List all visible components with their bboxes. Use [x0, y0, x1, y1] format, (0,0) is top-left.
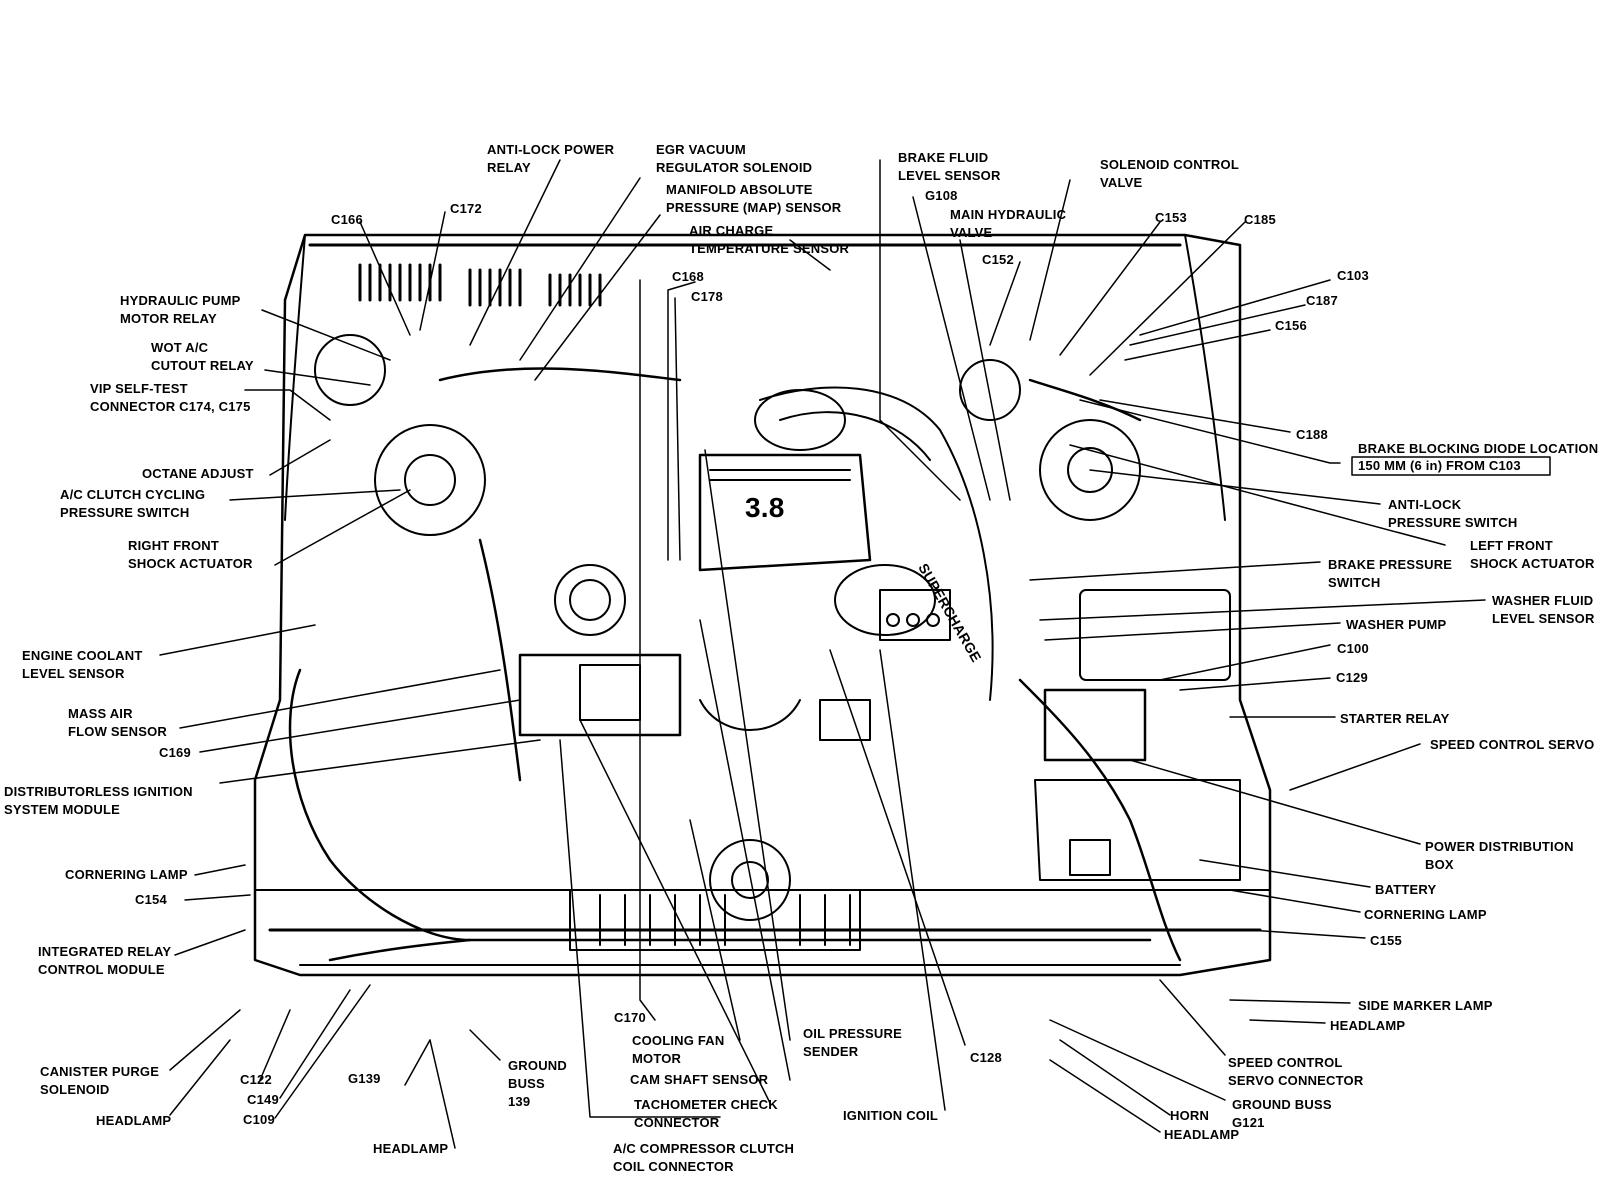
- c155-label: C155: [1370, 933, 1402, 948]
- hydraulic-pump-relay-label: HYDRAULIC PUMP MOTOR RELAY: [120, 293, 241, 326]
- horn-label: HORN: [1170, 1108, 1210, 1123]
- c188-label: C188: [1296, 427, 1328, 442]
- ground-buss-g121-label: GROUND BUSS G121: [1232, 1097, 1332, 1130]
- integrated-relay-label: INTEGRATED RELAY CONTROL MODULE: [38, 944, 172, 977]
- egr-vacuum-label: EGR VACUUM REGULATOR SOLENOID: [656, 142, 813, 175]
- solenoid-control-valve-label: SOLENOID CONTROL VALVE: [1100, 157, 1239, 190]
- octane-adjust-label: OCTANE ADJUST: [142, 466, 254, 481]
- ground-buss-139-label: GROUND BUSS 139: [508, 1058, 567, 1109]
- c178-label: C178: [691, 289, 723, 304]
- right-front-shock-label: RIGHT FRONT SHOCK ACTUATOR: [128, 538, 253, 571]
- c122-label: C122: [240, 1072, 272, 1087]
- left-front-shock-label: LEFT FRONT SHOCK ACTUATOR: [1470, 538, 1595, 571]
- anti-lock-pressure-switch-label: ANTI-LOCK PRESSURE SWITCH: [1388, 497, 1518, 530]
- washer-pump-label: WASHER PUMP: [1346, 617, 1447, 632]
- headlamp-right-label: HEADLAMP: [1330, 1018, 1406, 1033]
- shock-towers: [314, 334, 1141, 536]
- cornering-lamp-left-label: CORNERING LAMP: [65, 867, 188, 882]
- c153-label: C153: [1155, 210, 1187, 225]
- dis-module-label: DISTRIBUTORLESS IGNITION SYSTEM MODULE: [4, 784, 193, 817]
- c187-label: C187: [1306, 293, 1338, 308]
- starter-relay-label: STARTER RELAY: [1340, 711, 1450, 726]
- c166-label: C166: [331, 212, 363, 227]
- diode-note-box: [1351, 456, 1551, 476]
- c103-label: C103: [1337, 268, 1369, 283]
- cornering-lamp-right-label: CORNERING LAMP: [1364, 907, 1487, 922]
- diode-distance-label: 150 MM (6 in) FROM C103: [1358, 458, 1521, 473]
- headlamp-bottom-label: HEADLAMP: [373, 1141, 449, 1156]
- main-hydraulic-valve-label: MAIN HYDRAULIC VALVE: [950, 207, 1067, 240]
- engine-coolant-level-label: ENGINE COOLANT LEVEL SENSOR: [22, 648, 143, 681]
- engine-badge: 3.8: [745, 492, 785, 523]
- ignition-coil-label: IGNITION COIL: [843, 1108, 939, 1123]
- c100-label: C100: [1337, 641, 1369, 656]
- brake-pressure-switch-label: BRAKE PRESSURE SWITCH: [1328, 557, 1453, 590]
- radiator: [569, 889, 861, 951]
- headlamp-left-label: HEADLAMP: [96, 1113, 172, 1128]
- c172-label: C172: [450, 201, 482, 216]
- c128-label: C128: [970, 1050, 1002, 1065]
- c170-label: C170: [614, 1010, 646, 1025]
- speed-control-servo-label: SPEED CONTROL SERVO: [1430, 737, 1595, 752]
- brake-blocking-diode-label: BRAKE BLOCKING DIODE LOCATION: [1358, 441, 1599, 456]
- speed-control-servo-connector-label: SPEED CONTROL SERVO CONNECTOR: [1228, 1055, 1364, 1088]
- vip-self-test-label: VIP SELF-TEST CONNECTOR C174, C175: [90, 381, 251, 414]
- canister-purge-label: CANISTER PURGE SOLENOID: [40, 1064, 160, 1097]
- ac-clutch-cycling-label: A/C CLUTCH CYCLING PRESSURE SWITCH: [60, 487, 206, 520]
- c169-label: C169: [159, 745, 191, 760]
- air-charge-temp-label: AIR CHARGE TEMPERATURE SENSOR: [689, 223, 850, 256]
- tach-check-label: TACHOMETER CHECK CONNECTOR: [634, 1097, 778, 1130]
- anti-lock-power-relay-label: ANTI-LOCK POWER RELAY: [487, 142, 615, 175]
- c152-label: C152: [982, 252, 1014, 267]
- body-outline: [253, 233, 1272, 977]
- c168-label: C168: [672, 269, 704, 284]
- map-sensor-label: MANIFOLD ABSOLUTE PRESSURE (MAP) SENSOR: [666, 182, 842, 215]
- oil-pressure-label: OIL PRESSURE SENDER: [803, 1026, 902, 1059]
- g108-label: G108: [925, 188, 958, 203]
- washer-fluid-level-label: WASHER FLUID LEVEL SENSOR: [1492, 593, 1595, 626]
- headlamp-right-bottom-label: HEADLAMP: [1164, 1127, 1240, 1142]
- c185-label: C185: [1244, 212, 1276, 227]
- mass-air-flow-label: MASS AIR FLOW SENSOR: [68, 706, 167, 739]
- cooling-fan-motor-label: COOLING FAN MOTOR: [632, 1033, 725, 1066]
- c109-label: C109: [243, 1112, 275, 1127]
- battery-label: BATTERY: [1375, 882, 1437, 897]
- leader-lines: [159, 159, 1486, 1149]
- c129-label: C129: [1336, 670, 1368, 685]
- power-distribution-box-label: POWER DISTRIBUTION BOX: [1425, 839, 1574, 872]
- cam-shaft-sensor-label: CAM SHAFT SENSOR: [630, 1072, 769, 1087]
- brake-fluid-level-label: BRAKE FLUID LEVEL SENSOR: [898, 150, 1001, 183]
- c149-label: C149: [247, 1092, 279, 1107]
- g139-label: G139: [348, 1071, 381, 1086]
- wiring-harness: [288, 367, 1182, 962]
- wot-ac-relay-label: WOT A/C CUTOUT RELAY: [151, 340, 254, 373]
- side-marker-lamp-label: SIDE MARKER LAMP: [1358, 998, 1493, 1013]
- ac-compressor-label: A/C COMPRESSOR CLUTCH COIL CONNECTOR: [613, 1141, 795, 1174]
- c154-label: C154: [135, 892, 167, 907]
- c156-label: C156: [1275, 318, 1307, 333]
